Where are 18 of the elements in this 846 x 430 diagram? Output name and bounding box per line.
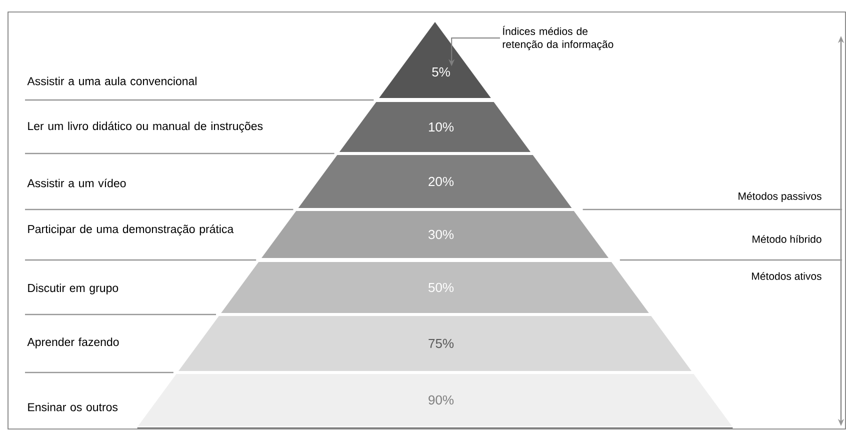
activity-label: Participar de uma demonstração prática [28, 224, 234, 236]
pyramid-tier: 10% [339, 102, 530, 152]
pyramid-tier: 5% [379, 22, 491, 98]
pyramid-tier: 20% [298, 155, 572, 208]
method-label: Métodos ativos [752, 272, 822, 280]
callout-text: Índices médios de retenção da informação [502, 26, 614, 50]
pyramid-tier: 90% [138, 374, 732, 426]
activity-label: Discutir em grupo [28, 284, 118, 294]
pyramid-tier: 75% [178, 316, 692, 371]
activity-label: Aprender fazendo [27, 338, 119, 348]
pyramid-tier: 50% [221, 262, 649, 313]
method-label: Método híbrido [752, 235, 822, 243]
activity-label: Ensinar os outros [28, 402, 118, 412]
activity-label: Assistir a um vídeo [27, 178, 126, 188]
method-label: Métodos passivos [738, 192, 822, 202]
activity-label: Ler um livro didático ou manual de instruções [28, 122, 263, 132]
pyramid-tier: 30% [262, 211, 608, 258]
activity-label: Assistir a uma aula convencional [27, 76, 196, 86]
